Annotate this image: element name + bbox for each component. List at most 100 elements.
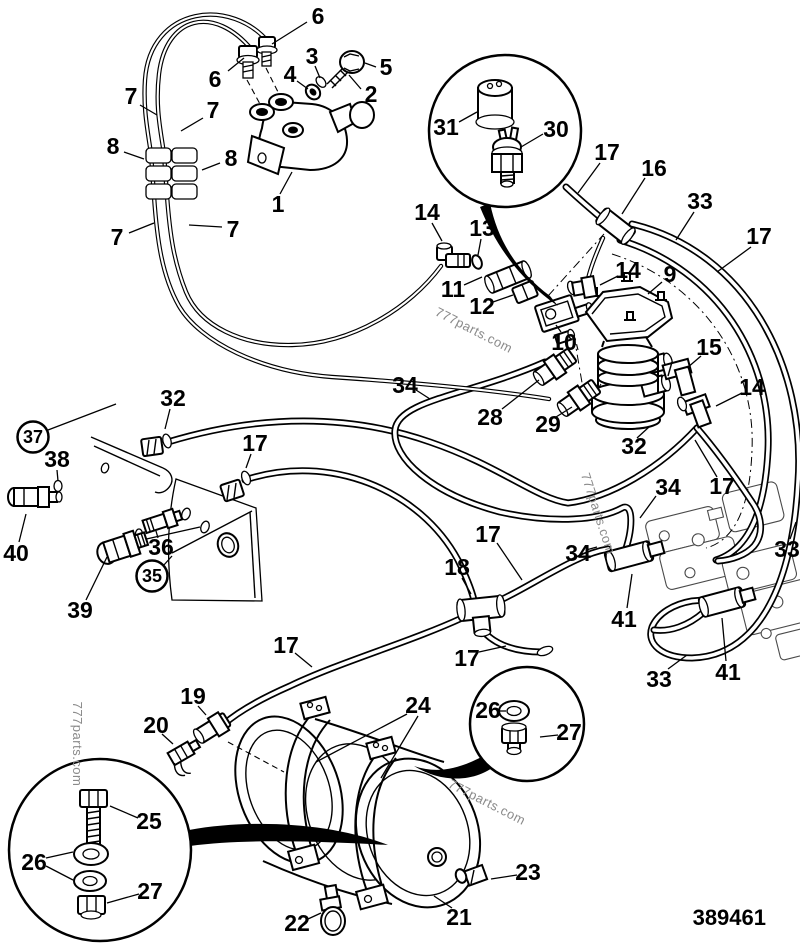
callout-21-61: 21 (446, 904, 472, 930)
callout-2-5: 2 (365, 81, 378, 107)
callout-24-53: 24 (405, 692, 431, 718)
callout-31-13: 31 (433, 114, 459, 140)
air-valve-9 (584, 272, 674, 430)
callout-27-55: 27 (556, 719, 582, 745)
fitting-39 (96, 529, 150, 565)
cover-31 (475, 79, 515, 130)
detail-circle-switch (427, 53, 583, 306)
callout-27-58: 27 (137, 878, 163, 904)
callout-39-38: 39 (67, 597, 93, 623)
callout-23-60: 23 (515, 859, 541, 885)
callout-28-26: 28 (477, 404, 503, 430)
part-number: 389461 (692, 905, 766, 930)
callout-41-50: 41 (715, 659, 741, 685)
tee-fitting-41 (697, 586, 757, 618)
callout-17-43: 17 (475, 521, 501, 547)
callout-1-10: 1 (272, 191, 285, 217)
nut-27 (501, 722, 527, 756)
callout-7-12: 7 (227, 216, 240, 242)
hose-fitting-19 (192, 710, 232, 744)
callout-6-0: 6 (312, 3, 325, 29)
callout-16-16: 16 (641, 155, 667, 181)
elbow-fitting-14 (566, 274, 598, 300)
callout-8-8: 8 (107, 133, 120, 159)
callout-33-42: 33 (774, 536, 800, 562)
callout-19-51: 19 (180, 683, 206, 709)
callout-17-18: 17 (746, 223, 772, 249)
detail-circle-washer-nut (414, 665, 586, 783)
nut-27 (77, 895, 106, 920)
bolt-and-washers (304, 50, 365, 101)
callout-13-20: 13 (469, 215, 495, 241)
callout-22-59: 22 (284, 910, 310, 936)
callout-7-11: 7 (111, 224, 124, 250)
callout-14-19: 14 (414, 199, 440, 225)
panel-grommet (216, 532, 240, 558)
callout-40-35: 40 (3, 540, 29, 566)
callout-7-6: 7 (125, 83, 138, 109)
callout-circle-35 (135, 559, 169, 593)
callout-41-46: 41 (611, 606, 637, 632)
pipe-clamps (145, 147, 198, 200)
callout-36-36: 36 (148, 534, 174, 560)
callout-11-21: 11 (441, 276, 466, 302)
tee-fitting-18 (456, 594, 506, 638)
hoses-and-pipes (142, 12, 800, 773)
callout-14-29: 14 (739, 374, 765, 400)
callout-33-49: 33 (646, 666, 672, 692)
drain-valve-20 (166, 738, 202, 777)
brake-valve-blocks (645, 481, 800, 661)
callout-10-23: 10 (551, 329, 577, 355)
detail-circle-bolt (7, 757, 388, 943)
callout-20-52: 20 (143, 712, 169, 738)
tee-fitting-41 (603, 540, 666, 573)
callout-34-40: 34 (655, 474, 681, 500)
callout-32-39: 32 (621, 433, 647, 459)
callout-14-24: 14 (615, 257, 641, 283)
master-cylinder (236, 36, 375, 176)
callout-17-41: 17 (709, 473, 735, 499)
callout-8-9: 8 (225, 145, 238, 171)
air-tank (234, 695, 482, 911)
callout-26-57: 26 (21, 849, 47, 875)
drain-valve-22 (319, 883, 346, 936)
callout-6-1: 6 (209, 66, 222, 92)
port-fitting (553, 328, 576, 346)
plug-23 (454, 863, 489, 887)
callout-17-47: 17 (454, 645, 480, 671)
callout-25-56: 25 (136, 808, 162, 834)
hose-nut-32 (140, 433, 172, 458)
callout-17-48: 17 (273, 632, 299, 658)
banjo-bolts (236, 36, 278, 79)
callout-37-32: 37 (23, 427, 43, 447)
callout-32-31: 32 (160, 385, 186, 411)
tee-fitting-16 (595, 207, 636, 245)
callout-7-7: 7 (207, 97, 220, 123)
callout-34-30: 34 (392, 372, 418, 398)
hose-nut-17 (219, 470, 252, 503)
callout-38-33: 38 (44, 446, 70, 472)
callout-12-22: 12 (469, 293, 495, 319)
callout-35-37: 35 (142, 566, 162, 586)
callout-34-45: 34 (565, 540, 591, 566)
callout-30-14: 30 (543, 116, 569, 142)
elbow-fitting-15 (661, 357, 697, 397)
fitting-40 (7, 486, 63, 508)
bulkhead-panel (90, 436, 263, 602)
hose-fitting-29 (556, 379, 602, 417)
fitting-36 (141, 507, 184, 535)
callout-17-15: 17 (594, 139, 620, 165)
bolt-25 (79, 789, 108, 848)
mc-ports (249, 93, 304, 138)
elbow-fitting-14 (676, 392, 712, 429)
callout-17-34: 17 (242, 430, 268, 456)
callout-15-28: 15 (696, 334, 722, 360)
callout-4-3: 4 (284, 61, 297, 87)
callout-circle-37 (16, 420, 50, 454)
callout-5-4: 5 (380, 54, 393, 80)
watermark-2: 777parts.com (70, 702, 85, 787)
callout-26-54: 26 (475, 697, 501, 723)
